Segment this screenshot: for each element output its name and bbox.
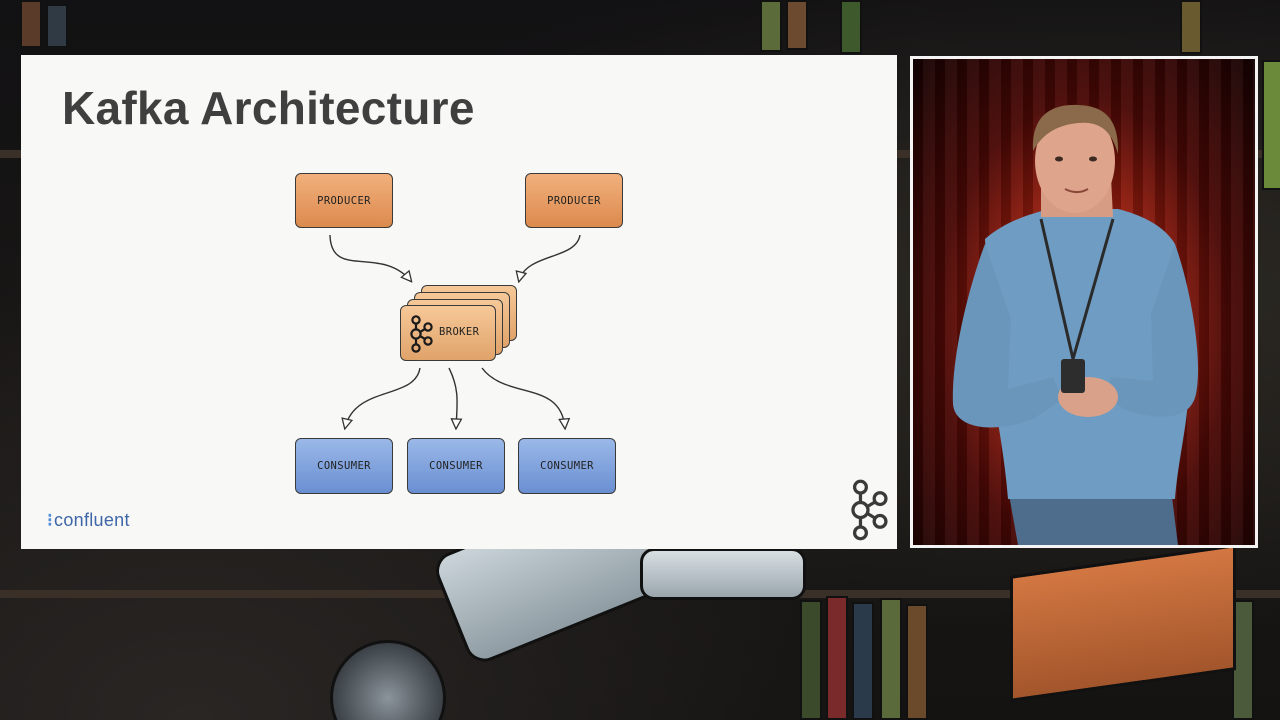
slide-title: Kafka Architecture <box>62 82 475 134</box>
presentation-slide: Kafka Architecture PRODUCER PRODUCER <box>21 55 897 549</box>
consumer-node-2: CONSUMER <box>407 438 505 494</box>
book <box>826 596 848 720</box>
arrow-producer-2-to-broker <box>519 234 581 281</box>
book <box>840 0 862 54</box>
book <box>906 604 928 720</box>
book <box>880 598 902 720</box>
book <box>786 0 808 50</box>
consumer-label: CONSUMER <box>429 460 483 472</box>
book <box>760 0 782 52</box>
kafka-logo-icon <box>851 479 888 541</box>
consumer-label: CONSUMER <box>317 460 371 472</box>
consumer-node-1: CONSUMER <box>295 438 393 494</box>
kafka-logo-icon <box>410 315 433 353</box>
arrow-producer-1-to-broker <box>329 234 411 281</box>
robot-hand-illustration <box>640 548 806 600</box>
arrow-broker-to-consumer-1 <box>345 367 421 428</box>
broker-label: BROKER <box>439 326 480 338</box>
broker-node: BROKER <box>400 305 496 361</box>
consumer-node-3: CONSUMER <box>518 438 616 494</box>
producer-node-2: PRODUCER <box>525 173 623 228</box>
producer-node-1: PRODUCER <box>295 173 393 228</box>
architecture-diagram <box>329 234 581 549</box>
book <box>1180 0 1202 54</box>
arrow-broker-to-consumer-3 <box>481 367 565 428</box>
book <box>852 602 874 720</box>
book <box>46 4 68 48</box>
speaker-figure <box>952 104 1199 545</box>
book <box>20 0 42 48</box>
producer-label: PRODUCER <box>317 194 371 207</box>
book <box>1262 60 1280 190</box>
consumer-label: CONSUMER <box>540 460 594 472</box>
confluent-logo-icon: ⁝ <box>47 510 54 530</box>
producer-label: PRODUCER <box>547 194 601 207</box>
confluent-logo: ⁝ confluent <box>47 510 130 531</box>
confluent-logo-text: confluent <box>54 510 130 530</box>
speaker-video-panel <box>910 56 1258 548</box>
arrow-broker-to-consumer-2 <box>448 367 457 428</box>
book <box>800 600 822 720</box>
